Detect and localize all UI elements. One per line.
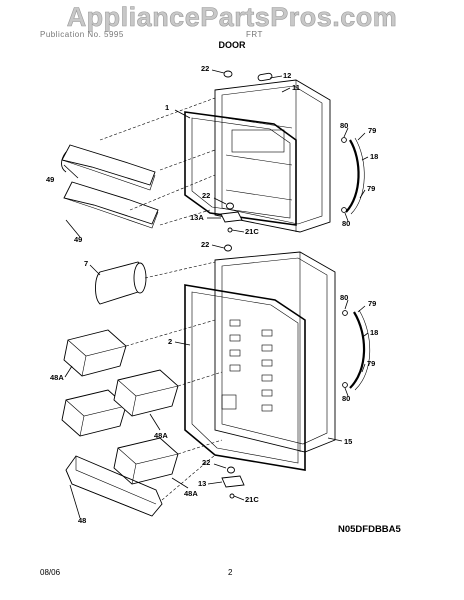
door-bin-48a-4: [113, 437, 179, 485]
freezer-door-outer-panel: [214, 79, 331, 233]
callout-22: 22: [202, 458, 210, 467]
dashed-guide-lines-upper: [99, 97, 216, 226]
fresh-food-door-outer-panel: [214, 251, 336, 453]
callout-7: 7: [84, 259, 88, 268]
dashed-guide-lines-lower: [125, 319, 223, 501]
drawing-code: N05DFDBBA5: [338, 524, 401, 535]
callout-21c: 21C: [245, 495, 259, 504]
callout-18: 18: [370, 328, 378, 337]
callout-79: 79: [368, 126, 376, 135]
callout-49: 49: [46, 175, 54, 184]
callout-80: 80: [342, 219, 350, 228]
door-bin-48a-3: [113, 369, 179, 417]
fresh-food-handle: [342, 309, 371, 391]
callout-15: 15: [344, 437, 352, 446]
callout-49: 49: [74, 235, 82, 244]
freezer-door-gasket: [184, 111, 297, 226]
callout-48a: 48A: [50, 373, 64, 382]
egg-container: [95, 261, 216, 305]
callout-21c: 21C: [245, 227, 259, 236]
freezer-handle: [341, 137, 365, 215]
callout-48a: 48A: [184, 489, 198, 498]
callout-22: 22: [202, 191, 210, 200]
publication-number: Publication No. 5995: [40, 30, 124, 39]
door-bin-48a-2: [61, 389, 127, 437]
model-header: FRT: [246, 30, 263, 39]
callout-79: 79: [367, 184, 375, 193]
section-title: DOOR: [218, 40, 246, 50]
callout-18: 18: [370, 152, 378, 161]
callout-13a: 13A: [190, 213, 204, 222]
freezer-shelf-49-upper: [61, 144, 156, 191]
hinge-parts-upper: [220, 70, 273, 233]
watermark-logo: AppliancePartsPros.com: [66, 2, 398, 33]
callout-1: 1: [165, 103, 169, 112]
callout-48: 48: [78, 516, 86, 525]
callout-13: 13: [198, 479, 206, 488]
callout-80: 80: [340, 293, 348, 302]
footer-date: 08/06: [40, 568, 61, 577]
callout-79: 79: [367, 359, 375, 368]
footer-page-number: 2: [228, 568, 233, 577]
leader-lines: [63, 69, 369, 519]
fresh-food-door-gasket: [184, 284, 306, 471]
door-bin-supports: [221, 319, 273, 412]
door-shelf-48: [65, 455, 163, 517]
hinge-parts-lower: [221, 244, 245, 499]
callout-labels: 22 12 11 1 80 79 18 79 80 49 49 22 13A 2…: [46, 64, 378, 525]
door-bin-48a-1: [63, 329, 127, 377]
callout-80: 80: [342, 394, 350, 403]
freezer-shelf-49-lower: [63, 181, 159, 229]
callout-22: 22: [201, 240, 209, 249]
callout-2: 2: [168, 337, 172, 346]
callout-12: 12: [283, 71, 291, 80]
callout-79: 79: [368, 299, 376, 308]
callout-11: 11: [292, 83, 300, 92]
callout-22: 22: [201, 64, 209, 73]
callout-80: 80: [340, 121, 348, 130]
callout-48a: 48A: [154, 431, 168, 440]
